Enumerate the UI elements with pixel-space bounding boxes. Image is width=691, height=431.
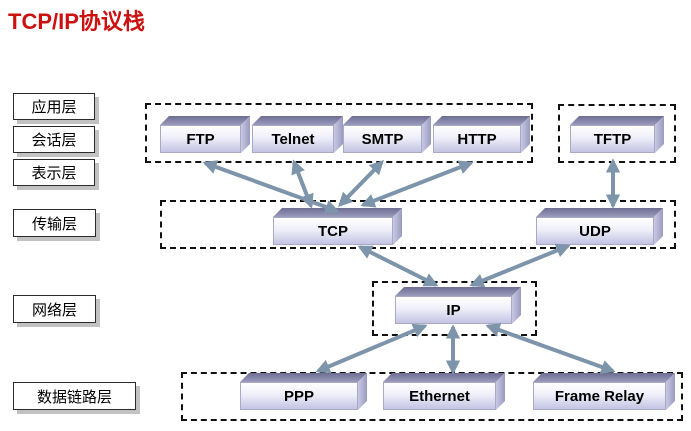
- edge-tcp-ip: [357, 245, 439, 287]
- box-side-face: [654, 208, 663, 245]
- protocol-box-http: HTTP: [433, 116, 530, 153]
- box-side-face: [241, 116, 250, 153]
- box-top-face: [570, 116, 664, 125]
- box-top-face: [240, 373, 367, 382]
- protocol-label-http: HTTP: [433, 125, 521, 153]
- protocol-label-smtp: SMTP: [343, 125, 422, 153]
- protocol-label-frame-relay: Frame Relay: [533, 382, 666, 410]
- protocol-label-ppp: PPP: [240, 382, 358, 410]
- layer-label-application: 应用层: [13, 93, 95, 120]
- box-side-face: [422, 116, 431, 153]
- box-top-face: [343, 116, 431, 125]
- page-title: TCP/IP协议栈: [8, 9, 145, 34]
- layer-label-network: 网络层: [13, 295, 96, 323]
- box-top-face: [273, 208, 402, 217]
- protocol-label-telnet: Telnet: [252, 125, 334, 153]
- box-side-face: [655, 116, 664, 153]
- protocol-box-ppp: PPP: [240, 373, 367, 410]
- box-side-face: [666, 373, 675, 410]
- protocol-label-udp: UDP: [536, 217, 654, 245]
- protocol-label-tftp: TFTP: [570, 125, 655, 153]
- protocol-box-telnet: Telnet: [252, 116, 343, 153]
- box-side-face: [521, 116, 530, 153]
- protocol-box-smtp: SMTP: [343, 116, 431, 153]
- protocol-box-ethernet: Ethernet: [383, 373, 505, 410]
- box-side-face: [496, 373, 505, 410]
- box-side-face: [358, 373, 367, 410]
- protocol-label-tcp: TCP: [273, 217, 393, 245]
- box-top-face: [395, 287, 521, 296]
- box-side-face: [393, 208, 402, 245]
- layer-label-session: 会话层: [13, 126, 95, 153]
- protocol-box-tcp: TCP: [273, 208, 402, 245]
- box-side-face: [512, 287, 521, 324]
- protocol-label-ip: IP: [395, 296, 512, 324]
- box-top-face: [252, 116, 343, 125]
- protocol-box-ftp: FTP: [160, 116, 250, 153]
- protocol-box-udp: UDP: [536, 208, 663, 245]
- protocol-box-frame-relay: Frame Relay: [533, 373, 675, 410]
- edge-smtp-tcp: [338, 159, 384, 208]
- protocol-box-ip: IP: [395, 287, 521, 324]
- layer-label-presentation: 表示层: [13, 159, 95, 186]
- box-top-face: [536, 208, 663, 217]
- edge-udp-ip: [469, 243, 571, 288]
- layer-label-transport: 传输层: [13, 209, 96, 237]
- box-top-face: [383, 373, 505, 382]
- protocol-box-tftp: TFTP: [570, 116, 664, 153]
- box-top-face: [433, 116, 530, 125]
- protocol-label-ethernet: Ethernet: [383, 382, 496, 410]
- box-top-face: [533, 373, 675, 382]
- box-side-face: [334, 116, 343, 153]
- edge-http-tcp: [360, 160, 474, 208]
- protocol-label-ftp: FTP: [160, 125, 241, 153]
- box-top-face: [160, 116, 250, 125]
- layer-label-datalink: 数据链路层: [13, 382, 136, 410]
